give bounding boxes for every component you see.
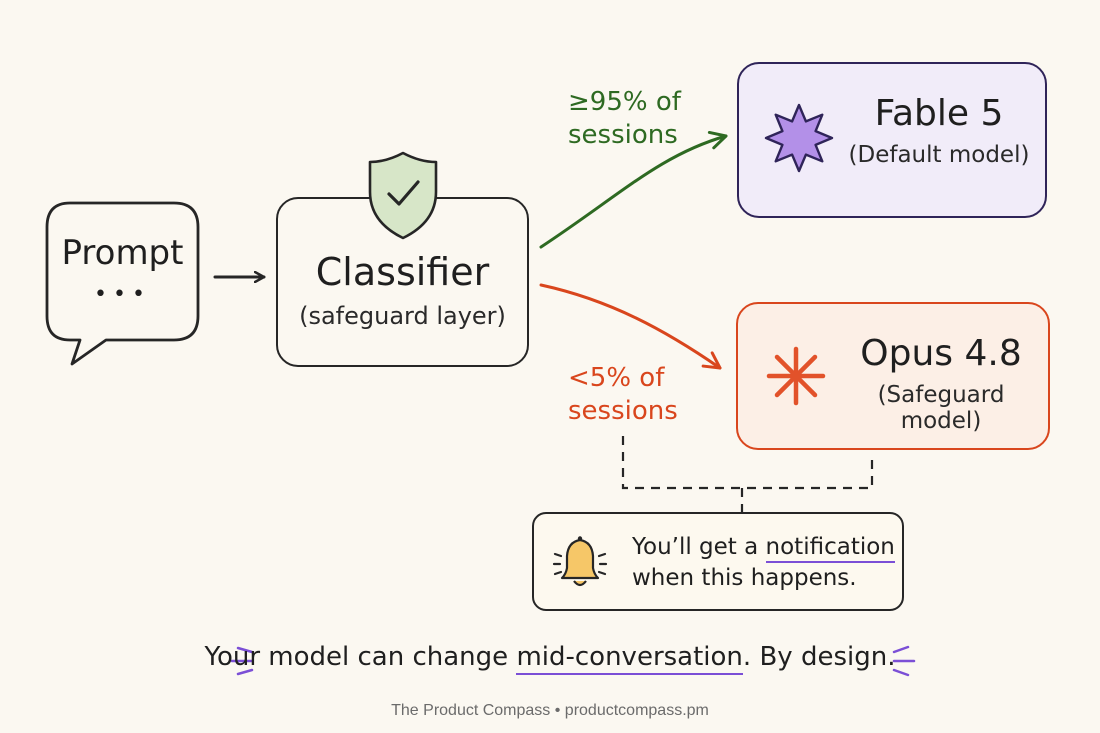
caption-right-marks [892, 645, 916, 677]
safeguard-model-node: Opus 4.8 (Safeguard model) [736, 302, 1050, 450]
safeguard-route-label-line1: <5% of [568, 363, 665, 393]
shield-check-icon [368, 151, 438, 240]
eight-point-star-icon [764, 103, 834, 173]
caption-left-marks [230, 646, 254, 676]
caption-suffix: . By design. [742, 642, 896, 672]
safeguard-model-name: Opus 4.8 [860, 333, 1022, 374]
notification-dashed-connector [621, 436, 874, 512]
prompt-label: Prompt [61, 232, 184, 273]
classifier-title: Classifier [315, 250, 490, 295]
default-route-label-line1: ≥95% of [568, 87, 681, 117]
safeguard-route-arrow [539, 283, 722, 370]
safeguard-route-label: <5% of sessions [568, 362, 678, 427]
default-route-arrow [539, 130, 728, 249]
default-model-node: Fable 5 (Default model) [737, 62, 1047, 218]
notification-box: You’ll get a notification when this happ… [532, 512, 904, 611]
bell-icon [552, 536, 608, 587]
default-route-label: ≥95% of sessions [568, 86, 681, 151]
notification-line1-prefix: You’ll get a [632, 534, 766, 560]
prompt-bubble [45, 201, 200, 366]
default-route-label-line2: sessions [568, 119, 678, 150]
caption: Your model can change mid-conversation. … [0, 642, 1100, 675]
prompt-dots: ••• [94, 281, 151, 307]
notification-text: You’ll get a notification when this happ… [632, 532, 895, 594]
notification-highlight: notification [765, 534, 895, 563]
caption-highlight: mid-conversation [516, 642, 743, 675]
caption-prefix: Your model can change [204, 642, 517, 672]
default-model-role: (Default model) [848, 141, 1030, 168]
footer-credit: The Product Compass • productcompass.pm [391, 702, 709, 719]
classifier-subtitle: (safeguard layer) [299, 301, 506, 330]
prompt-node: Prompt ••• [44, 200, 201, 342]
default-model-name: Fable 5 [874, 93, 1004, 134]
safeguard-route-label-line2: sessions [568, 395, 678, 426]
asterisk-burst-icon [766, 346, 826, 406]
safeguard-model-role: (Safeguard model) [877, 381, 1005, 434]
notification-line2: when this happens. [632, 565, 857, 592]
